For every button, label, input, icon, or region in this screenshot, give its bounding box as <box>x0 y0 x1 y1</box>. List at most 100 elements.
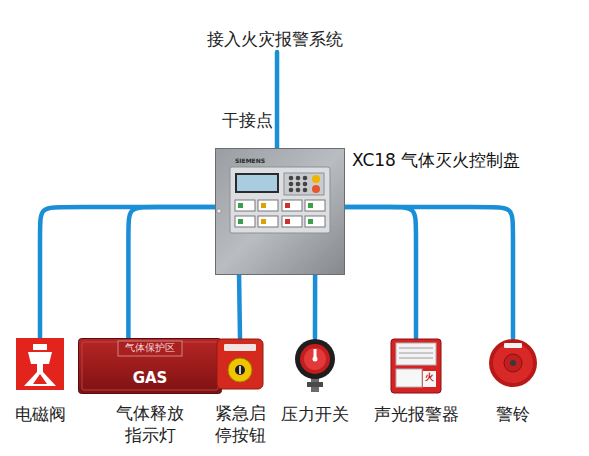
control-panel-graphic <box>308 219 313 224</box>
signal-wire <box>237 275 242 338</box>
node-text: 气体保护区 <box>125 342 175 354</box>
signal-wire <box>345 207 416 338</box>
control-panel-graphic <box>230 167 330 233</box>
control-panel-graphic <box>215 148 345 275</box>
node-text: 气体释放 指示灯 <box>112 402 188 446</box>
control-panel-graphic <box>296 182 301 187</box>
release-indicator: 气体保护区GAS气体释放 指示灯 <box>78 338 222 394</box>
signal-wire <box>40 207 215 338</box>
control-panel-graphic <box>261 219 266 224</box>
pressure-switch-icon <box>291 338 339 392</box>
control-panel-graphic <box>289 176 294 181</box>
solenoid-valve-graphic <box>37 364 43 372</box>
control-panel-graphic <box>296 188 301 193</box>
node-text: 火 <box>425 372 434 383</box>
alarm-bell-graphic <box>510 360 516 366</box>
control-panel-graphic <box>308 203 313 208</box>
control-panel-graphic <box>285 219 290 224</box>
signal-wire <box>345 207 513 338</box>
sound-light-alarm-graphic <box>423 371 436 387</box>
control-panel-graphic <box>282 216 302 227</box>
control-panel-graphic <box>303 176 308 181</box>
release-indicator-graphic <box>79 339 222 394</box>
solenoid-valve-icon <box>16 338 64 390</box>
node-text: 声光报警器 <box>374 404 459 424</box>
alarm-bell: 警铃 <box>488 338 538 388</box>
control-panel-graphic <box>296 176 301 181</box>
solenoid-valve-graphic <box>16 338 64 390</box>
control-panel-graphic <box>261 203 266 208</box>
system-link-label: 接入火灾报警系统 <box>190 28 360 52</box>
node-text: 紧急启 停按钮 <box>212 402 268 446</box>
solenoid-valve-graphic <box>33 344 47 350</box>
node-text: 压力开关 <box>281 404 349 424</box>
control-panel-graphic <box>238 203 243 208</box>
sound-light-alarm-icon <box>390 338 442 394</box>
solenoid-valve-graphic <box>33 374 47 384</box>
pressure-switch-graphic <box>307 382 323 387</box>
control-panel-graphic <box>305 200 325 211</box>
sound-light-alarm-graphic <box>399 357 433 359</box>
pressure-switch-graphic <box>304 348 326 370</box>
control-panel-graphic <box>216 149 345 275</box>
emergency-button-graphic <box>216 338 264 390</box>
control-panel-graphic <box>303 188 308 193</box>
sound-light-alarm-graphic <box>390 338 442 394</box>
emergency-button-graphic <box>228 358 252 382</box>
pressure-switch-graphic <box>300 344 330 374</box>
release-indicator-graphic <box>82 342 218 390</box>
emergency-button: 紧急启 停按钮 <box>216 338 264 390</box>
control-panel-graphic <box>258 216 278 227</box>
sound-light-alarm-graphic <box>391 339 441 393</box>
signal-wire <box>128 207 215 338</box>
solenoid-valve-graphic <box>28 352 52 364</box>
emergency-button-icon <box>216 338 264 390</box>
alarm-bell-graphic <box>488 338 538 388</box>
control-panel-graphic <box>235 216 255 227</box>
signal-wire <box>275 52 280 148</box>
control-panel-graphic <box>303 182 308 187</box>
solenoid-valve-graphic <box>16 338 64 390</box>
alarm-bell-graphic <box>493 343 533 383</box>
control-panel-graphic <box>284 173 324 195</box>
control-panel-graphic <box>258 200 278 211</box>
node-text: 接入火灾报警系统 <box>207 29 343 49</box>
node-text: 警铃 <box>496 404 530 424</box>
sound-light-alarm-graphic <box>396 369 422 387</box>
control-panel-graphic <box>285 203 290 208</box>
sound-light-alarm-graphic <box>396 343 436 365</box>
control-panel-graphic <box>237 175 277 191</box>
sound-light-alarm: 火声光报警器 <box>390 338 442 394</box>
alarm-bell-icon <box>488 338 538 388</box>
control-panel-graphic <box>289 182 294 187</box>
alarm-bell-graphic <box>504 343 522 348</box>
solenoid-valve-graphic <box>24 372 56 386</box>
control-panel-graphic <box>235 173 279 193</box>
node-text: GAS <box>133 369 168 387</box>
control-panel-graphic <box>235 200 255 211</box>
emergency-button-graphic <box>235 365 245 375</box>
control-panel: SIEMENSXC18 气体灭火控制盘 <box>215 148 345 275</box>
control-panel-graphic <box>217 209 221 213</box>
control-panel-icon <box>215 148 345 275</box>
sound-light-alarm-graphic <box>399 352 433 354</box>
pressure-switch-graphic <box>291 338 339 392</box>
control-panel-graphic <box>238 219 243 224</box>
control-panel-graphic <box>312 185 320 193</box>
solenoid-valve: 电磁阀 <box>16 338 64 390</box>
control-panel-graphic <box>312 175 320 183</box>
alarm-bell-graphic <box>489 339 537 387</box>
node-text: SIEMENS <box>235 157 265 164</box>
alarm-bell-graphic <box>504 354 522 372</box>
control-panel-graphic <box>305 216 325 227</box>
emergency-button-graphic <box>217 339 263 389</box>
emergency-button-graphic <box>239 366 241 374</box>
signal-wire <box>313 275 318 338</box>
sound-light-alarm-graphic <box>399 347 433 349</box>
node-text: XC18 气体灭火控制盘 <box>352 150 520 170</box>
control-panel-graphic <box>289 188 294 193</box>
pressure-switch-graphic <box>295 339 335 379</box>
pressure-switch-graphic <box>313 357 318 362</box>
